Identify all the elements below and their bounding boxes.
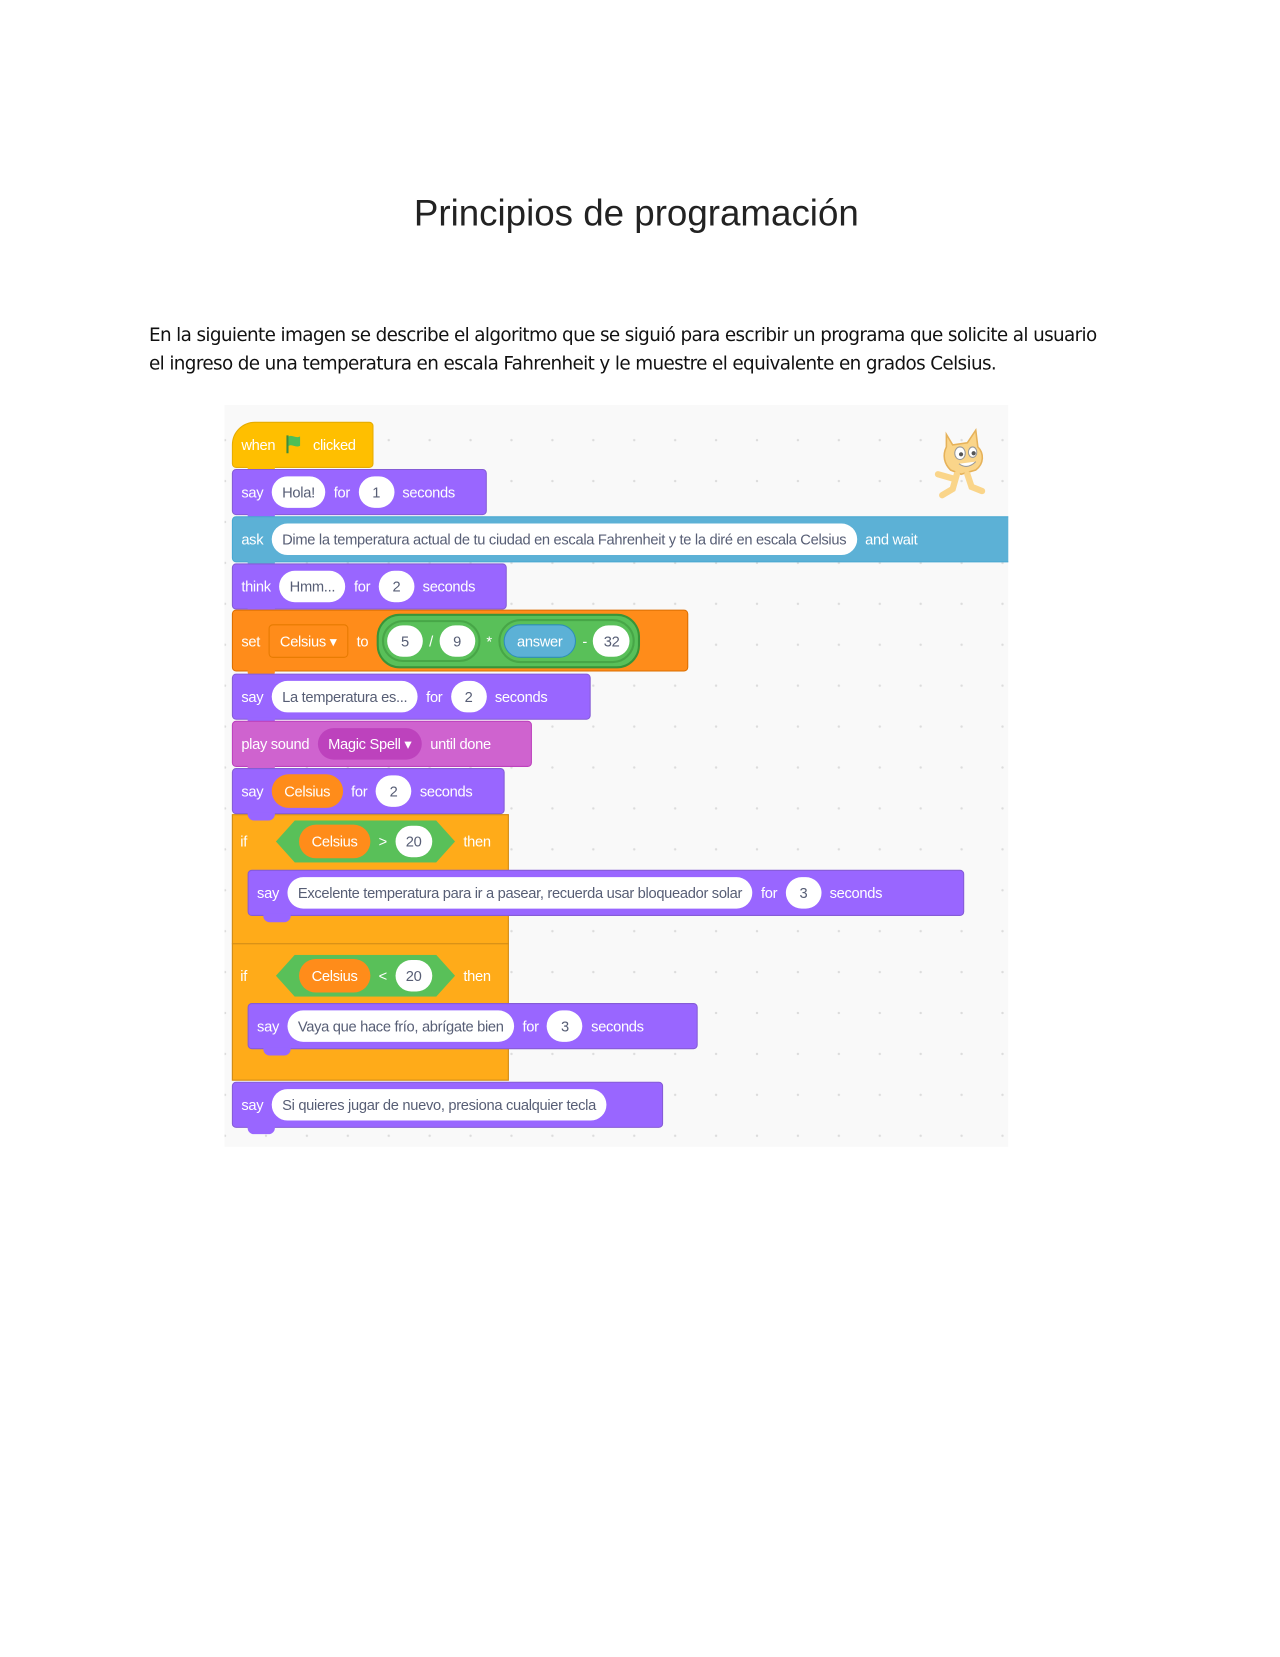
keyword: if (240, 833, 247, 850)
keyword: say (241, 688, 264, 706)
seconds-input[interactable]: 2 (375, 775, 412, 807)
set-variable-block: set Celsius ▾ to 5 / 9 * answer - 32 (231, 609, 689, 678)
keyword: seconds (402, 483, 455, 501)
less-than-operator: Celsius < 20 (276, 955, 455, 997)
say-block: say La temperatura es... for 2 seconds (231, 673, 591, 727)
ask-block: ask Dime la temperatura actual de tu ciu… (231, 516, 1009, 569)
operator-symbol: - (582, 632, 587, 649)
keyword: then (463, 967, 491, 985)
keyword: think (241, 578, 271, 595)
keyword: say (241, 782, 264, 800)
seconds-input[interactable]: 1 (358, 476, 395, 508)
message-input[interactable]: Hmm... (279, 570, 346, 603)
scratch-code-image: when clicked say Hola! for 1 seconds ask… (224, 404, 1009, 1147)
keyword: and wait (865, 530, 918, 548)
message-input[interactable]: Excelente temperatura para ir a pasear, … (287, 877, 753, 909)
keyword: seconds (591, 1017, 644, 1035)
seconds-input[interactable]: 3 (785, 877, 822, 909)
when-flag-clicked-block: when clicked (231, 421, 374, 475)
keyword: for (353, 578, 371, 595)
keyword: for (522, 1017, 540, 1035)
number-input[interactable]: 5 (387, 624, 423, 657)
keyword: for (760, 884, 778, 902)
question-input[interactable]: Dime la temperatura actual de tu ciudad … (271, 523, 857, 556)
answer-reporter[interactable]: answer (503, 623, 577, 658)
keyword: until done (430, 735, 491, 753)
keyword: set (241, 632, 260, 649)
variable-dropdown[interactable]: Celsius ▾ (268, 623, 349, 658)
number-input[interactable]: 20 (395, 960, 432, 991)
if-divider (231, 943, 509, 945)
multiply-operator: 5 / 9 * answer - 32 (376, 613, 641, 668)
keyword: for (333, 483, 351, 501)
operator-symbol: > (378, 833, 387, 850)
keyword: if (240, 967, 247, 985)
keyword: say (257, 884, 279, 902)
label: when (241, 436, 276, 454)
if-block-header: if Celsius < 20 then (232, 953, 509, 999)
keyword: seconds (829, 884, 883, 902)
keyword: seconds (422, 578, 476, 595)
dropdown-arrow-icon: ▾ (329, 632, 337, 649)
dropdown-arrow-icon: ▾ (404, 735, 412, 753)
keyword: ask (241, 530, 264, 548)
operator-symbol: * (486, 632, 492, 649)
say-block: say Excelente temperatura para ir a pase… (247, 869, 965, 923)
label: Celsius (279, 632, 326, 649)
keyword: seconds (419, 782, 473, 800)
say-block: say Si quieres jugar de nuevo, presiona … (231, 1081, 664, 1135)
say-block: say Celsius for 2 seconds (231, 768, 505, 821)
message-input[interactable]: Hola! (271, 476, 326, 508)
celsius-reporter[interactable]: Celsius (299, 825, 370, 859)
operator-symbol: < (378, 967, 387, 985)
label: Magic Spell (328, 735, 401, 753)
keyword: for (351, 782, 368, 800)
number-input[interactable]: 20 (395, 826, 432, 857)
divide-operator: 5 / 9 (381, 619, 481, 662)
seconds-input[interactable]: 3 (547, 1010, 583, 1042)
say-block: say Vaya que hace frío, abrígate bien fo… (247, 1003, 698, 1056)
say-block: say Hola! for 1 seconds (231, 468, 487, 522)
intro-paragraph: En la siguiente imagen se describe el al… (148, 325, 1097, 375)
number-input[interactable]: 32 (593, 624, 630, 657)
seconds-input[interactable]: 2 (450, 680, 487, 713)
green-flag-icon (284, 433, 305, 457)
message-input[interactable]: La temperatura es... (271, 680, 418, 713)
keyword: say (241, 483, 264, 501)
keyword: say (241, 1096, 264, 1114)
keyword: for (426, 688, 443, 706)
greater-than-operator: Celsius > 20 (276, 820, 455, 862)
celsius-reporter[interactable]: Celsius (299, 959, 370, 993)
message-input[interactable]: Vaya que hace frío, abrígate bien (287, 1010, 515, 1042)
operator-symbol: / (429, 632, 433, 649)
keyword: say (257, 1017, 279, 1035)
celsius-reporter[interactable]: Celsius (271, 774, 343, 808)
if-block-header: if Celsius > 20 then (232, 818, 509, 864)
keyword: to (356, 632, 369, 649)
label: clicked (312, 436, 356, 454)
sound-dropdown[interactable]: Magic Spell ▾ (317, 728, 422, 760)
think-block: think Hmm... for 2 seconds (231, 563, 507, 616)
number-input[interactable]: 9 (439, 624, 475, 657)
subtract-operator: answer - 32 (498, 618, 636, 663)
keyword: play sound (241, 735, 310, 753)
page-title: Principios de programación (413, 193, 859, 234)
seconds-input[interactable]: 2 (378, 570, 415, 603)
scratch-cat-sprite-icon (927, 426, 998, 507)
keyword: then (463, 833, 491, 850)
message-input[interactable]: Si quieres jugar de nuevo, presiona cual… (271, 1089, 607, 1121)
keyword: seconds (494, 688, 548, 706)
play-sound-block: play sound Magic Spell ▾ until done (231, 720, 532, 774)
